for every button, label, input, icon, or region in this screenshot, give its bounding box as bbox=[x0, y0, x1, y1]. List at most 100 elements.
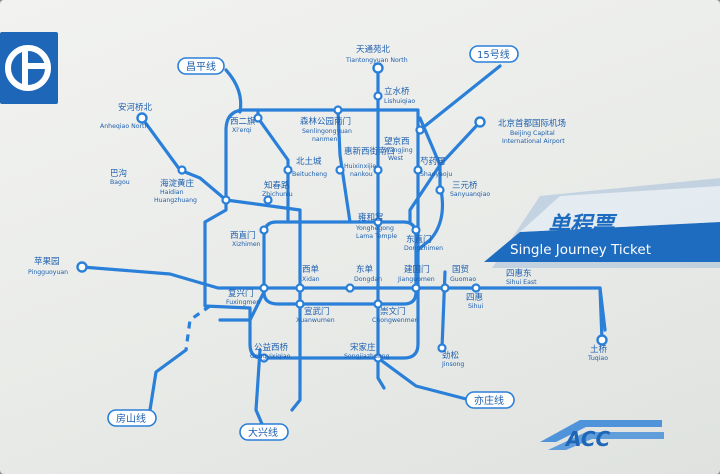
station-label-en: Zhichunlu bbox=[262, 191, 293, 198]
acc-logo-text: ACC bbox=[564, 427, 611, 451]
label-xizhimen: 西直门 bbox=[230, 230, 256, 241]
station-marker bbox=[295, 283, 305, 293]
line-tags: 昌平线 15号线 房山线 大兴线 亦庄线 bbox=[107, 45, 519, 441]
station-marker bbox=[373, 91, 383, 101]
label-fuxingmen: 复兴门 bbox=[228, 288, 254, 299]
line-east bbox=[440, 270, 447, 350]
station-marker bbox=[335, 165, 345, 175]
label-tiantongyuan: 天通苑北 bbox=[356, 44, 391, 55]
station-marker bbox=[411, 225, 421, 235]
station-label-en: Songjiazhuang bbox=[344, 353, 390, 360]
station-marker bbox=[413, 165, 423, 175]
station-label-en: Yonghegong bbox=[355, 225, 394, 232]
station-marker bbox=[373, 299, 383, 309]
station-marker bbox=[474, 116, 486, 128]
station-marker bbox=[259, 283, 269, 293]
station-label-en: Anheqiao North bbox=[100, 123, 148, 130]
label-airport: 北京首都国际机场 bbox=[498, 118, 566, 129]
station-label-en: Fuxingmen bbox=[226, 299, 260, 306]
station-marker bbox=[437, 343, 447, 353]
station-marker bbox=[415, 125, 425, 135]
map-shape bbox=[28, 63, 50, 69]
station-label-en: Haidian bbox=[160, 189, 184, 196]
station-marker bbox=[283, 165, 293, 175]
station-label-en: Dongzhimen bbox=[404, 245, 443, 252]
station-label-en: Guomao bbox=[450, 276, 476, 283]
station-marker bbox=[136, 112, 148, 124]
station-label-en: Wangjing bbox=[384, 147, 413, 154]
line-airport bbox=[438, 120, 482, 192]
label-huixinxijie: 惠新西街南口 bbox=[344, 146, 395, 157]
stations bbox=[76, 62, 608, 363]
label-guomao: 国贸 bbox=[452, 264, 469, 275]
station-label-en: Jinsong bbox=[441, 361, 464, 368]
station-label-en: Tiantongyuan North bbox=[345, 57, 408, 64]
station-marker bbox=[471, 283, 481, 293]
station-label-en: Beitucheng bbox=[292, 171, 327, 178]
station-marker bbox=[259, 353, 269, 363]
line-yizhuang bbox=[376, 356, 472, 402]
station-labels: 安河桥北 Anheqiao North 天通苑北 Tiantongyuan No… bbox=[28, 44, 608, 368]
label-haidian: 海淀黄庄 bbox=[160, 178, 195, 189]
station-marker bbox=[333, 105, 343, 115]
station-label-en: Jianguomen bbox=[397, 276, 435, 283]
label-bagou: 巴沟 bbox=[110, 168, 127, 179]
map-shape bbox=[239, 423, 289, 441]
station-label-en: Tuqiao bbox=[587, 355, 608, 362]
line-changping bbox=[224, 68, 243, 114]
line-10-loop bbox=[203, 108, 420, 360]
tag-yizhuang: 亦庄线 bbox=[474, 394, 504, 407]
station-label-en: Dongdan bbox=[354, 276, 382, 283]
label-gongyixiqiao: 公益西桥 bbox=[254, 342, 289, 353]
station-marker bbox=[345, 283, 355, 293]
station-label-en: Bagou bbox=[110, 179, 130, 186]
line-batong bbox=[598, 286, 607, 332]
station-label-en: International Airport bbox=[502, 138, 565, 145]
station-label-en: Chongwenmen bbox=[372, 317, 418, 324]
label-xidan: 西单 bbox=[302, 264, 320, 275]
station-label-en: Senlingongyuan bbox=[302, 128, 352, 135]
station-label-en: Xuanwumen bbox=[296, 317, 335, 324]
station-marker bbox=[435, 185, 445, 195]
line-fangshan bbox=[148, 348, 188, 412]
station-marker bbox=[373, 165, 383, 175]
label-sihuidong: 四惠东 bbox=[506, 268, 532, 279]
label-senlin: 森林公园南门 bbox=[300, 116, 351, 127]
line-fangshan-gap bbox=[184, 304, 211, 351]
station-marker bbox=[177, 165, 187, 175]
label-zhichunlu: 知春路 bbox=[264, 180, 290, 191]
station-label-en: Gongyixiqiao bbox=[250, 353, 291, 360]
label-sihui: 四惠 bbox=[466, 292, 483, 303]
label-songjiazhuang: 宋家庄 bbox=[350, 342, 376, 353]
station-marker bbox=[440, 283, 450, 293]
label-dongdan: 东单 bbox=[356, 264, 374, 275]
line-9 bbox=[218, 290, 266, 322]
station-marker bbox=[295, 299, 305, 309]
station-marker bbox=[373, 217, 383, 227]
map-shape bbox=[465, 391, 515, 409]
station-marker bbox=[221, 195, 231, 205]
label-pingguoyuan: 苹果园 bbox=[34, 256, 60, 267]
label-dongzhimen: 东直门 bbox=[406, 234, 432, 245]
station-label-en: Shaoyaoju bbox=[420, 171, 452, 178]
station-label-en: nankou bbox=[350, 171, 373, 178]
tag-daxing: 大兴线 bbox=[248, 426, 278, 439]
station-marker bbox=[259, 225, 269, 235]
label-lishuiqiao: 立水桥 bbox=[384, 86, 410, 97]
beijing-subway-logo bbox=[0, 32, 58, 104]
station-label-en: Beijing Capital bbox=[510, 130, 555, 137]
tag-changping: 昌平线 bbox=[186, 60, 216, 73]
label-chongwenmen: 崇文门 bbox=[380, 306, 406, 317]
station-marker bbox=[411, 283, 421, 293]
station-marker bbox=[596, 334, 608, 346]
map-shape bbox=[520, 186, 720, 232]
station-label-en: nanmen bbox=[312, 136, 337, 143]
ticket-title-zh: 单程票 bbox=[548, 213, 618, 238]
map-shape bbox=[484, 222, 720, 262]
station-marker bbox=[372, 62, 384, 74]
station-marker bbox=[76, 261, 88, 273]
tag-line15: 15号线 bbox=[477, 48, 510, 61]
station-label-en: Lishuiqiao bbox=[384, 98, 415, 105]
label-jianguomen: 建国门 bbox=[404, 264, 430, 275]
